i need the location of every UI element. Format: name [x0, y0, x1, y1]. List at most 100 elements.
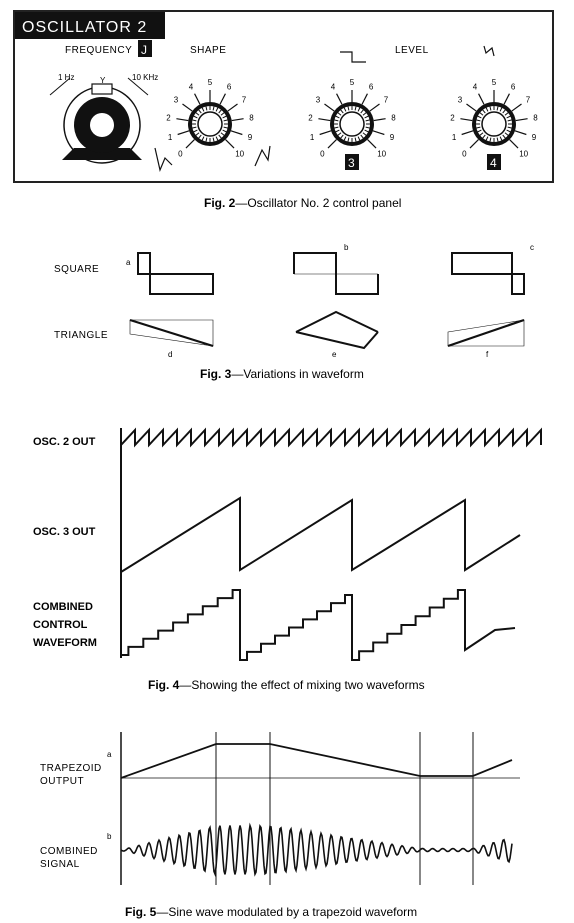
fig2-caption-text: —Oscillator No. 2 control panel: [235, 196, 401, 210]
frequency-knob[interactable]: 1 Hz 10 KHz Y: [49, 73, 158, 164]
level4-knob-number: 1: [452, 133, 457, 142]
level3-knob-grip: [336, 111, 342, 116]
level3-knob-grip: [362, 111, 368, 116]
level4-knob-grip: [506, 129, 512, 133]
range-low-label: 1 Hz: [58, 73, 74, 82]
level4-knob-tick: [509, 139, 519, 149]
shape-knob-grip: [197, 134, 202, 140]
level3-knob-grip: [364, 115, 370, 119]
letter-e: e: [332, 350, 337, 359]
level4-knob-number: 3: [458, 95, 463, 104]
shape-label: SHAPE: [190, 45, 226, 56]
range-low-arrow: [49, 77, 71, 96]
letter-a: a: [126, 258, 131, 267]
level4-knob-grip: [504, 132, 510, 137]
shape-knob-grip: [218, 108, 223, 114]
level4-knob-tick: [460, 118, 473, 122]
level3-knob-tick: [327, 139, 337, 149]
freq-knob-center: [90, 113, 114, 137]
shape-knob-number: 7: [242, 95, 247, 104]
badge-3: 3: [348, 156, 355, 170]
level4-knob-grip: [475, 126, 481, 129]
shape-knob-grip: [222, 129, 228, 133]
shape-knob-grip: [212, 105, 215, 111]
level4-knob-grip: [481, 108, 486, 114]
shape-knob-grip: [222, 115, 228, 119]
level4-knob-number: 5: [492, 78, 497, 87]
shape-knob-number: 3: [174, 95, 179, 104]
square-c: [451, 252, 525, 295]
shape-knob-grip: [197, 108, 202, 114]
square-a: [137, 252, 214, 295]
shape-knob-grip: [205, 137, 208, 143]
level3-knob-grip: [360, 134, 365, 140]
trapezoid-output: [120, 743, 513, 779]
level3-knob-tick: [324, 103, 335, 112]
modulation-diagram: a TRAPEZOID OUTPUT b COMBINED SIGNAL: [40, 732, 520, 885]
combined-signal-waveform: [120, 822, 513, 877]
shape-knob-tick: [231, 118, 244, 122]
level4-knob-number: 9: [532, 133, 537, 142]
level4-knob-grip: [496, 105, 499, 111]
level3-knob-tick: [361, 93, 368, 105]
level4-knob-grip: [485, 136, 489, 142]
level4-knob-number: 0: [462, 150, 467, 159]
shape-knob-grip: [223, 119, 229, 122]
level4-knob-grip: [478, 111, 484, 116]
osc3-waveform: [120, 496, 521, 573]
level3-knob-number: 9: [390, 133, 395, 142]
level3-knob-number: 8: [391, 113, 396, 122]
badge-3-box: [345, 154, 359, 170]
shape-knob-number: 10: [235, 150, 244, 159]
level3-knob-grip: [357, 136, 361, 142]
letter-d: d: [168, 350, 172, 359]
level4-knob-grip: [478, 132, 484, 137]
shape-left-icon: [154, 147, 173, 172]
shape-knob-number: 9: [248, 133, 253, 142]
osc2-label: OSC. 2 OUT: [33, 436, 96, 448]
badge-4: 4: [490, 156, 497, 170]
level4-knob-grip: [507, 119, 513, 122]
level3-knob-number: 10: [377, 150, 386, 159]
fig3-caption-bold: Fig. 3: [200, 367, 232, 381]
fig2-caption: Fig. 2—Oscillator No. 2 control panel: [204, 196, 401, 210]
level4-knob-grip: [502, 108, 507, 114]
level3-knob-tick: [336, 93, 343, 105]
shape-knob-grip: [220, 132, 226, 137]
fig3-caption-text: —Variations in waveform: [231, 367, 364, 381]
level3-knob-number: 7: [384, 95, 389, 104]
panel-title: OSCILLATOR 2: [22, 19, 147, 36]
level4-knob-grip: [499, 136, 503, 142]
level3-knob-grip: [357, 106, 361, 112]
level3-knob-grip: [339, 134, 344, 140]
frequency-badge: J: [141, 43, 147, 57]
level4-knob-number: 10: [519, 150, 528, 159]
level3-knob-tick: [367, 139, 377, 149]
level3-knob-tick: [319, 130, 332, 136]
badge-4-box: [487, 154, 501, 170]
combined-signal-label-2: SIGNAL: [40, 859, 80, 870]
trapezoid-label-2: OUTPUT: [40, 776, 84, 787]
fig5-caption-bold: Fig. 5: [125, 905, 157, 919]
level4-knob-grip: [476, 115, 482, 119]
fig5-caption-text: —Sine wave modulated by a trapezoid wave…: [156, 905, 417, 919]
level3-knob-grip: [333, 119, 339, 122]
osc3-label: OSC. 3 OUT: [33, 526, 96, 538]
shape-knob-grip: [192, 115, 198, 119]
triangle-f: [447, 318, 525, 348]
fig5-caption: Fig. 5—Sine wave modulated by a trapezoi…: [125, 905, 417, 919]
shape-knob-tick: [182, 103, 193, 112]
shape-knob-grip: [218, 134, 223, 140]
level4-knob-number: 7: [526, 95, 531, 104]
shape-knob-grip: [205, 105, 208, 111]
shape-knob-grip: [201, 106, 205, 112]
level3-knob-number: 1: [310, 133, 315, 142]
shape-knob-tick: [194, 93, 201, 105]
level4-knob-grip: [476, 129, 482, 133]
shape-knob-grip: [220, 111, 226, 116]
level3-knob-grip: [339, 108, 344, 114]
level4-knob-tick: [469, 139, 479, 149]
